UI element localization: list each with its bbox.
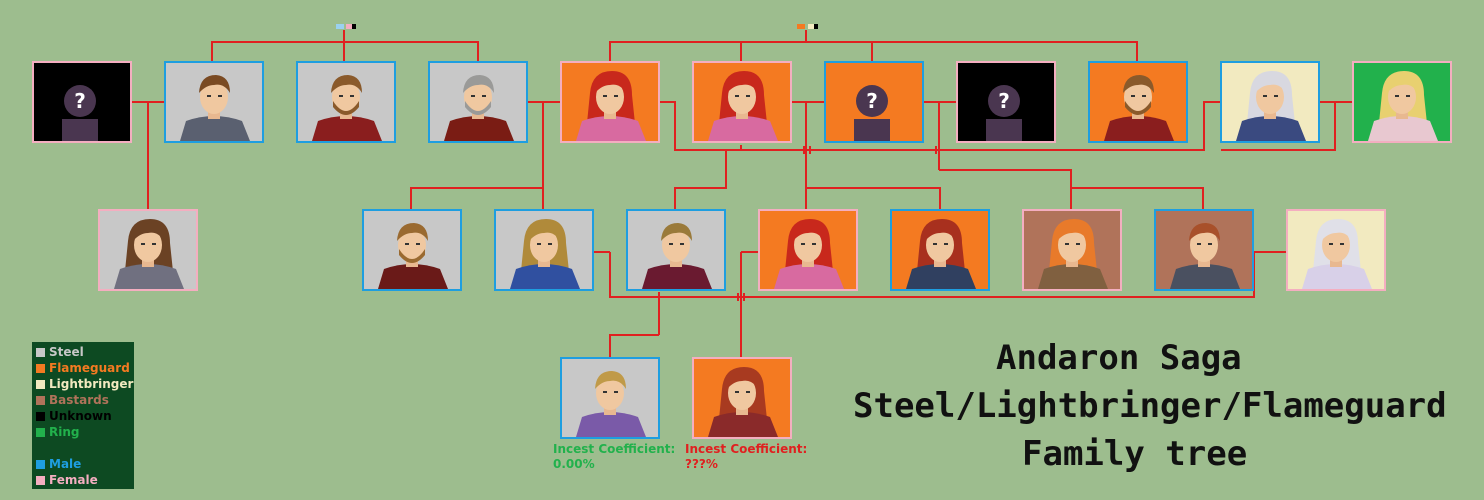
incest-coefficient-value: ???% [685, 457, 718, 471]
legend-swatch [36, 379, 45, 389]
person-g3b-portrait [692, 357, 792, 439]
person-g1j-portrait [1220, 61, 1320, 143]
incest-coefficient-left: Incest Coefficient: 0.00% [553, 442, 675, 472]
title-line-3: Family tree [1022, 434, 1248, 474]
legend-swatch [36, 459, 45, 469]
title-line-2: Steel/Lightbringer/Flameguard [853, 386, 1447, 426]
svg-text:?: ? [74, 89, 86, 113]
gender-markers [336, 24, 818, 29]
person-g2d-portrait [626, 209, 726, 291]
legend-swatch [36, 347, 45, 357]
legend-item-ring: Ring [36, 424, 134, 440]
person-g2b-portrait [362, 209, 462, 291]
legend-label: Male [49, 457, 82, 471]
svg-text:?: ? [998, 89, 1010, 113]
legend-item-male: Male [36, 456, 134, 472]
legend-item-unknown: Unknown [36, 408, 134, 424]
legend-swatch [36, 395, 45, 405]
person-g1b-portrait [164, 61, 264, 143]
person-g1h-portrait: ? [956, 61, 1056, 143]
incest-coefficient-label: Incest Coefficient: [553, 442, 676, 456]
legend-label: Female [49, 473, 98, 487]
person-g2e-portrait [758, 209, 858, 291]
legend-item-flameguard: Flameguard [36, 360, 134, 376]
legend-label: Unknown [49, 409, 112, 423]
legend-label: Bastards [49, 393, 109, 407]
incest-coefficient-value: 0.00% [553, 457, 595, 471]
person-g2f-portrait [890, 209, 990, 291]
person-g1c-portrait [296, 61, 396, 143]
person-g2i-portrait [1286, 209, 1386, 291]
legend-swatch [36, 427, 45, 437]
person-g1e-portrait [560, 61, 660, 143]
person-g1g-portrait: ? [824, 61, 924, 143]
person-g1a-portrait: ? [32, 61, 132, 143]
person-g2h-portrait [1154, 209, 1254, 291]
legend-swatch [36, 363, 45, 373]
person-g1i-portrait [1088, 61, 1188, 143]
incest-coefficient-label: Incest Coefficient: [685, 442, 808, 456]
title-line-1: Andaron Saga [996, 338, 1242, 378]
legend-spacer [36, 440, 134, 456]
person-g3a-portrait [560, 357, 660, 439]
legend-label: Lightbringer [49, 377, 134, 391]
legend-label: Steel [49, 345, 84, 359]
person-g2c-portrait [494, 209, 594, 291]
legend-label: Flameguard [49, 361, 130, 375]
legend-item-bastards: Bastards [36, 392, 134, 408]
legend-swatch [36, 475, 45, 485]
person-g2g-portrait [1022, 209, 1122, 291]
svg-text:?: ? [866, 89, 878, 113]
legend: Steel Flameguard Lightbringer Bastards U… [32, 342, 134, 489]
incest-coefficient-right: Incest Coefficient: ???% [685, 442, 807, 472]
person-g1d-portrait [428, 61, 528, 143]
legend-item-female: Female [36, 472, 134, 488]
legend-item-lightbringer: Lightbringer [36, 376, 134, 392]
legend-swatch [36, 411, 45, 421]
legend-item-steel: Steel [36, 344, 134, 360]
connector-lines [130, 30, 1353, 358]
person-g1k-portrait [1352, 61, 1452, 143]
person-g2a-portrait [98, 209, 198, 291]
person-g1f-portrait [692, 61, 792, 143]
legend-label: Ring [49, 425, 80, 439]
